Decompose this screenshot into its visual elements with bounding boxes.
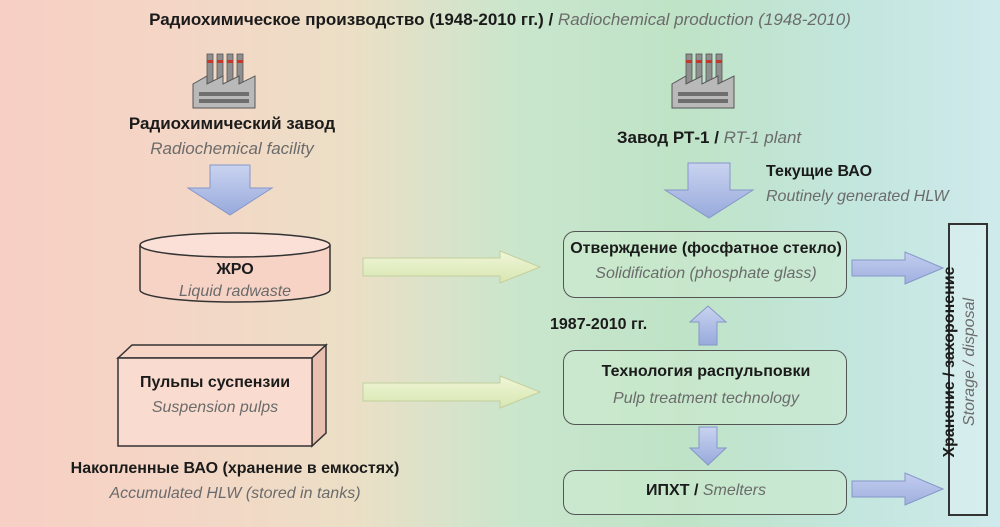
pulp-technology-box: Технология распульповки Pulp treatment t… <box>563 350 847 425</box>
plant-separator: / <box>709 128 724 147</box>
arrow-smelters-to-storage <box>851 472 945 506</box>
period-label: 1987-2010 гг. <box>550 316 648 333</box>
facility-label-ru: Радиохимический завод <box>128 114 336 133</box>
solidification-label-ru: Отверждение (фосфатное стекло) <box>570 240 842 257</box>
solidification-label-en: Solidification (phosphate glass) <box>595 265 817 282</box>
smelters-separator: / <box>689 482 703 499</box>
arrow-solidification-to-storage <box>851 251 945 285</box>
arrow-down-facility <box>186 164 274 216</box>
liquid-label-ru: ЖРО <box>216 261 254 278</box>
solidification-box: Отверждение (фосфатное стекло) Solidific… <box>563 231 847 298</box>
storage-label-ru: Хранение / захоронение <box>941 266 958 458</box>
pulps-label-ru: Пульпы суспензии <box>139 374 291 391</box>
storage-disposal-box: Хранение / захоронение Storage / disposa… <box>941 223 988 516</box>
smelters-label-ru: ИПХТ <box>646 482 690 499</box>
smelters-label: ИПХТ / Smelters <box>646 482 766 500</box>
arrow-down-to-smelters <box>688 426 728 466</box>
plant-label-en: RT-1 plant <box>723 128 802 147</box>
smelters-box: ИПХТ / Smelters <box>563 470 847 515</box>
factory-icon <box>671 53 735 109</box>
accumulated-label-en: Accumulated HLW (stored in tanks) <box>109 485 361 502</box>
plant-label-ru: Завод РТ-1 <box>616 128 710 147</box>
factory-icon <box>192 53 256 109</box>
accumulated-label-ru: Накопленные ВАО (хранение в емкостях) <box>70 460 400 477</box>
title-separator: / <box>543 10 558 29</box>
current-hlw-ru: Текущие ВАО <box>766 163 873 180</box>
smelters-label-en: Smelters <box>702 482 766 499</box>
title-ru: Радиохимическое производство (1948-2010 … <box>149 10 544 29</box>
arrow-up-to-solidification <box>688 305 728 346</box>
arrow-liquid-to-solidification <box>362 250 542 284</box>
current-hlw-en: Routinely generated HLW <box>766 188 949 205</box>
liquid-radwaste-cylinder <box>139 232 331 303</box>
facility-label-en: Radiochemical facility <box>150 139 314 158</box>
arrow-pulps-to-technology <box>362 375 542 409</box>
pulp-tech-label-ru: Технология распульповки <box>601 363 811 380</box>
pulps-label-en: Suspension pulps <box>151 399 279 416</box>
liquid-label-en: Liquid radwaste <box>178 283 292 300</box>
title-en: Radiochemical production (1948-2010) <box>557 10 851 29</box>
page-title: Радиохимическое производство (1948-2010 … <box>149 10 851 30</box>
pulp-tech-label-en: Pulp treatment technology <box>613 390 799 407</box>
suspension-pulps-box <box>116 343 328 448</box>
arrow-down-current <box>663 162 755 219</box>
plant-label: Завод РТ-1 / RT-1 plant <box>617 128 801 148</box>
storage-label-en: Storage / disposal <box>961 297 978 427</box>
